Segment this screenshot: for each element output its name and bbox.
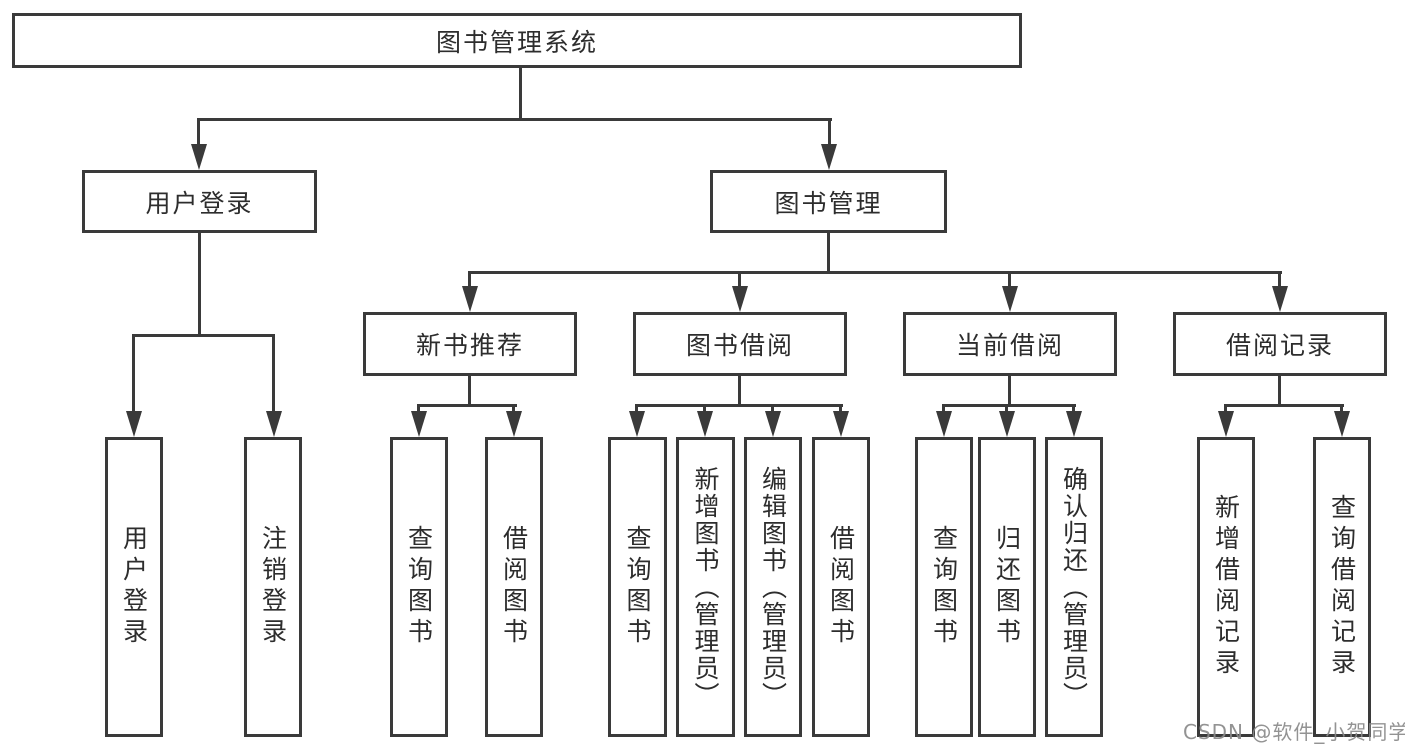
connector-line — [197, 118, 832, 121]
connector-line — [272, 334, 275, 414]
leaf-add-borrow-record: 新增借阅记录 — [1197, 437, 1255, 737]
connector-line — [1005, 404, 1008, 416]
connector-line — [738, 376, 741, 407]
node-label: 图书借阅 — [685, 331, 794, 360]
connector-line — [635, 404, 843, 407]
arrowhead-icon — [1002, 286, 1018, 312]
connector-line — [198, 233, 201, 337]
connector-line — [1278, 271, 1281, 289]
arrowhead-icon — [697, 411, 713, 437]
arrowhead-icon — [1218, 411, 1234, 437]
connector-line — [1072, 404, 1075, 416]
node-new-book-recommend: 新书推荐 — [363, 312, 577, 376]
arrowhead-icon — [765, 411, 781, 437]
node-label: 查询图书 — [623, 525, 652, 649]
connector-line — [1224, 404, 1344, 407]
connector-line — [468, 271, 471, 289]
connector-line — [635, 404, 638, 416]
leaf-return-books: 归还图书 — [978, 437, 1036, 737]
connector-line — [417, 404, 420, 416]
node-label: 用户登录 — [145, 188, 254, 218]
connector-line — [942, 404, 945, 416]
leaf-add-book-admin: 新增图书（管理员） — [676, 437, 735, 737]
connector-line — [132, 334, 135, 414]
node-user-login: 用户登录 — [82, 170, 317, 233]
connector-line — [468, 376, 471, 407]
arrowhead-icon — [936, 411, 952, 437]
connector-line — [197, 118, 200, 148]
node-label: 新书推荐 — [415, 331, 524, 360]
node-label: 查询图书 — [404, 525, 434, 649]
arrowhead-icon — [191, 144, 207, 170]
arrowhead-icon — [411, 411, 427, 437]
node-library-system: 图书管理系统 — [12, 13, 1022, 68]
node-label: 图书管理系统 — [435, 27, 598, 57]
connector-line — [519, 68, 522, 121]
node-label: 当前借阅 — [955, 331, 1064, 360]
node-label: 图书管理 — [774, 188, 883, 218]
arrowhead-icon — [1272, 286, 1288, 312]
csdn-watermark: CSDN @软件_小贺同学 — [1183, 720, 1405, 744]
node-label: 新增借阅记录 — [1211, 494, 1241, 680]
connector-line — [942, 404, 1076, 407]
node-label: 编辑图书（管理员） — [758, 465, 788, 709]
leaf-query-books-current: 查询图书 — [915, 437, 973, 737]
leaf-query-borrow-record: 查询借阅记录 — [1313, 437, 1371, 737]
connector-line — [1008, 271, 1011, 289]
connector-line — [771, 404, 774, 416]
arrowhead-icon — [126, 411, 142, 437]
node-label: 注销登录 — [258, 525, 288, 649]
connector-line — [828, 118, 831, 148]
node-label: 归还图书 — [992, 525, 1022, 649]
leaf-query-books-recommend: 查询图书 — [390, 437, 448, 737]
connector-line — [1278, 376, 1281, 407]
connector-line — [1340, 404, 1343, 416]
connector-line — [1224, 404, 1227, 416]
node-label: 借阅图书 — [499, 525, 529, 649]
connector-line — [512, 404, 515, 416]
leaf-user-login: 用户登录 — [105, 437, 163, 737]
connector-line — [132, 334, 275, 337]
leaf-logout: 注销登录 — [244, 437, 302, 737]
leaf-confirm-return-admin: 确认归还（管理员） — [1045, 437, 1103, 737]
connector-line — [468, 271, 1282, 274]
connector-line — [1008, 376, 1011, 407]
node-label: 确认归还（管理员） — [1059, 465, 1089, 709]
arrowhead-icon — [1334, 411, 1350, 437]
leaf-edit-book-admin: 编辑图书（管理员） — [744, 437, 802, 737]
node-label: 借阅图书 — [826, 525, 856, 649]
leaf-query-books-borrowing: 查询图书 — [608, 437, 667, 737]
arrowhead-icon — [732, 286, 748, 312]
arrowhead-icon — [1066, 411, 1082, 437]
arrowhead-icon — [506, 411, 522, 437]
node-label: 用户登录 — [119, 525, 149, 649]
node-label: 借阅记录 — [1225, 331, 1334, 360]
node-label: 新增图书（管理员） — [691, 465, 720, 709]
arrowhead-icon — [266, 411, 282, 437]
connector-line — [827, 233, 830, 274]
connector-line — [839, 404, 842, 416]
node-current-borrowing: 当前借阅 — [903, 312, 1117, 376]
arrowhead-icon — [462, 286, 478, 312]
arrowhead-icon — [833, 411, 849, 437]
connector-line — [703, 404, 706, 416]
node-book-management: 图书管理 — [710, 170, 947, 233]
leaf-borrow-books-borrowing: 借阅图书 — [812, 437, 870, 737]
arrowhead-icon — [999, 411, 1015, 437]
node-book-borrowing: 图书借阅 — [633, 312, 847, 376]
leaf-borrow-books-recommend: 借阅图书 — [485, 437, 543, 737]
node-label: 查询借阅记录 — [1327, 494, 1357, 680]
arrowhead-icon — [629, 411, 645, 437]
connector-line — [738, 271, 741, 289]
connector-line — [417, 404, 517, 407]
node-borrowing-records: 借阅记录 — [1173, 312, 1387, 376]
arrowhead-icon — [821, 144, 837, 170]
node-label: 查询图书 — [929, 525, 959, 649]
